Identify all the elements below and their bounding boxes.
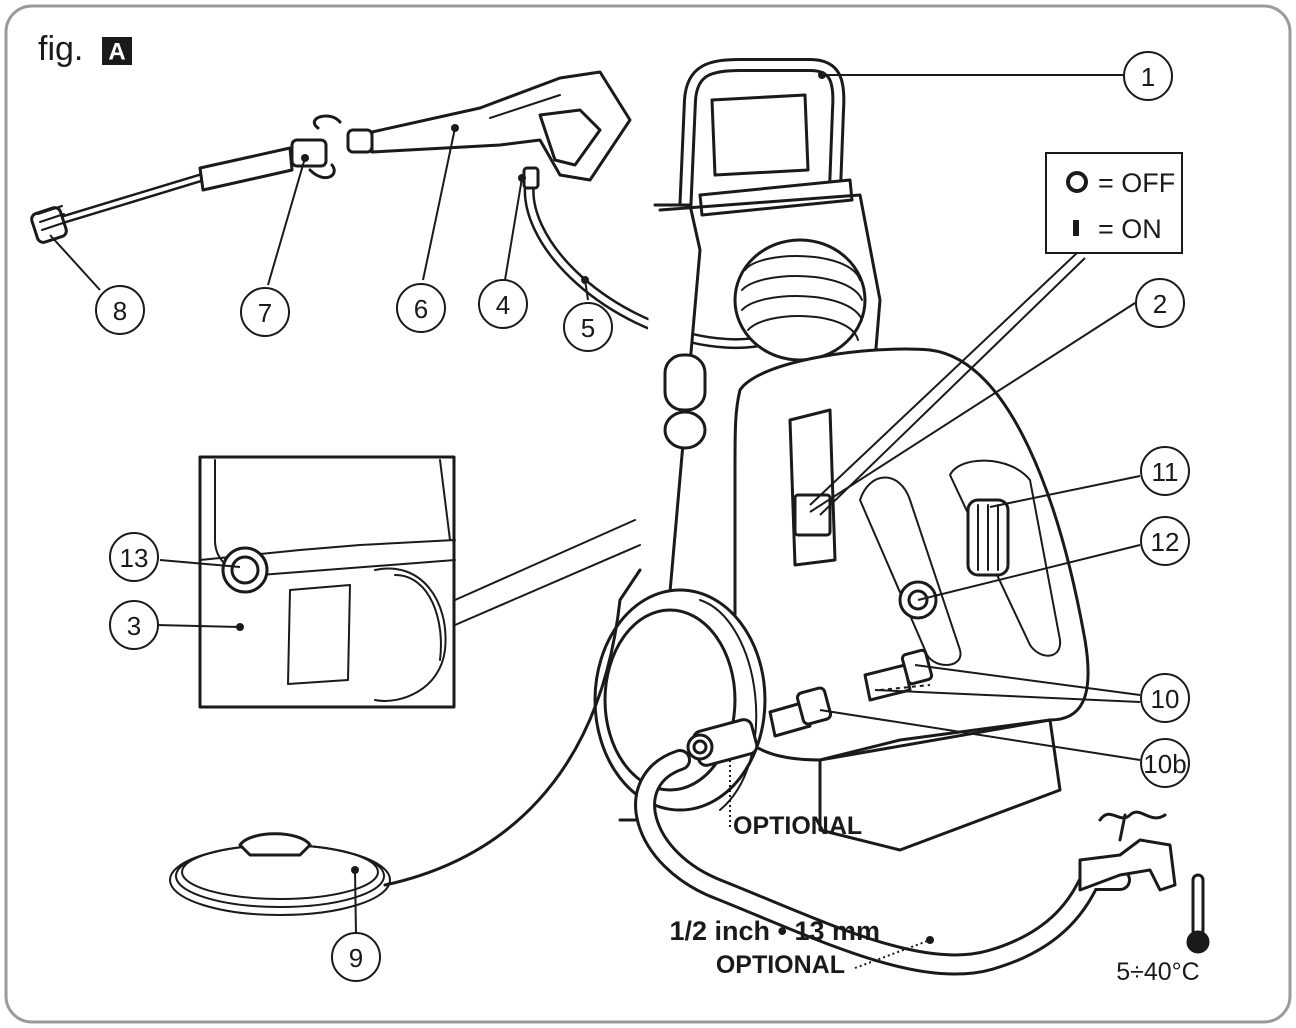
callout-10b-circle bbox=[1140, 738, 1190, 788]
leader-12 bbox=[917, 544, 1141, 601]
callout-9: 9 bbox=[349, 943, 363, 973]
leader-legend bbox=[809, 251, 1086, 516]
off-symbol-icon bbox=[1066, 171, 1088, 193]
dash-10 bbox=[879, 684, 931, 691]
callout-10b: 10b bbox=[1143, 749, 1186, 779]
callout-8-circle bbox=[95, 285, 145, 335]
leader-3 bbox=[155, 624, 241, 628]
water-tap bbox=[1078, 810, 1177, 892]
callout-10: 10 bbox=[1151, 684, 1180, 714]
dot-7 bbox=[301, 154, 309, 162]
dot-9 bbox=[351, 866, 359, 874]
figure-badge-box bbox=[102, 37, 132, 65]
dot-5 bbox=[581, 276, 589, 284]
callout-13: 13 bbox=[120, 543, 149, 573]
leader-7 bbox=[267, 157, 306, 286]
leader-9 bbox=[354, 869, 357, 936]
callout-10-circle bbox=[1140, 673, 1190, 723]
dot-6 bbox=[451, 124, 459, 132]
callout-6: 6 bbox=[414, 294, 428, 324]
callout-4: 4 bbox=[496, 290, 510, 320]
leader-optional-bottom bbox=[854, 939, 931, 969]
legend-on: = ON bbox=[1098, 214, 1162, 244]
callout-2: 2 bbox=[1153, 289, 1167, 319]
callout-3: 3 bbox=[127, 611, 141, 641]
optional-label-top: OPTIONAL bbox=[733, 812, 862, 840]
callout-3-circle bbox=[109, 600, 159, 650]
leader-6 bbox=[422, 127, 456, 281]
temperature-label: 5÷40°C bbox=[1116, 958, 1199, 986]
callout-7-circle bbox=[240, 287, 290, 337]
inlet-hose bbox=[634, 749, 1131, 976]
leader-10 bbox=[874, 664, 1141, 703]
leader-11 bbox=[989, 475, 1141, 508]
leader-8 bbox=[49, 234, 101, 291]
callout-1-circle bbox=[1123, 51, 1173, 101]
lance bbox=[30, 114, 342, 244]
dot-hose bbox=[926, 936, 934, 944]
dot-3 bbox=[236, 623, 244, 631]
switch-legend: = OFF = ON bbox=[1045, 152, 1183, 254]
callout-11-circle bbox=[1140, 446, 1190, 496]
leader-10b bbox=[819, 709, 1141, 761]
figure-label: fig. bbox=[38, 30, 83, 68]
hose-size-label: 1/2 inch • 13 mm bbox=[669, 916, 880, 946]
inset-detail bbox=[198, 455, 641, 709]
callout-12-circle bbox=[1140, 516, 1190, 566]
coiled-hose bbox=[169, 568, 642, 916]
dot-1 bbox=[818, 71, 826, 79]
callout-12: 12 bbox=[1151, 527, 1180, 557]
callout-13-circle bbox=[109, 532, 159, 582]
callout-8: 8 bbox=[113, 296, 127, 326]
leader-13 bbox=[159, 559, 241, 568]
figure-badge: A bbox=[108, 39, 125, 66]
thermometer-icon bbox=[1186, 873, 1210, 954]
optional-label-bottom: OPTIONAL bbox=[716, 951, 845, 979]
callout-5-circle bbox=[563, 302, 613, 352]
pressure-washer-body bbox=[593, 58, 1090, 852]
callout-2-circle bbox=[1135, 278, 1185, 328]
dot-4 bbox=[518, 174, 526, 182]
callout-6-circle bbox=[396, 283, 446, 333]
callout-7: 7 bbox=[258, 298, 272, 328]
leader-4 bbox=[504, 177, 523, 281]
callout-11: 11 bbox=[1152, 457, 1179, 487]
legend-off: = OFF bbox=[1098, 168, 1175, 198]
callout-4-circle bbox=[478, 279, 528, 329]
callout-9-circle bbox=[331, 932, 381, 982]
on-symbol-icon bbox=[1073, 220, 1079, 236]
callout-5: 5 bbox=[581, 313, 595, 343]
callout-1: 1 bbox=[1141, 62, 1155, 92]
leader-2 bbox=[809, 302, 1136, 513]
spray-gun bbox=[346, 70, 632, 182]
